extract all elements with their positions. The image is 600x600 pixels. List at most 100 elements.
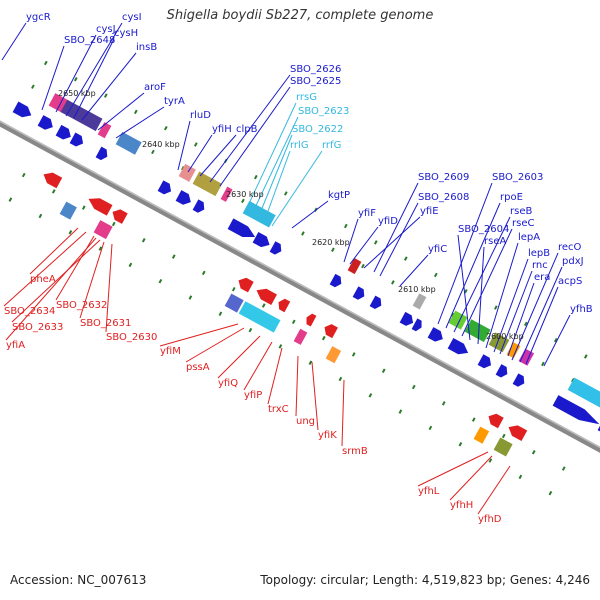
leader-line [349,226,379,265]
feature-block [506,342,521,359]
feature-block [293,328,308,345]
tick-mark [518,474,523,480]
tick-mark [283,191,288,196]
tick-mark [523,321,528,327]
forward-gene-label: SBO_2648 [64,35,115,46]
forward-gene-arrow [369,295,382,310]
leader-line [199,134,237,177]
ruler-label: 2610 kbp [398,285,436,294]
forward-gene-label: rseA [484,236,506,247]
tick-mark [278,344,283,349]
feature-block [448,310,468,330]
tick-mark [248,327,253,333]
tick-mark [188,295,193,300]
leader-line [519,266,563,363]
leader-line [311,361,319,431]
forward-gene-label: yfhB [570,304,593,315]
reverse-gene-label: SBO_2630 [106,332,157,343]
tick-mark [163,125,168,131]
tick-mark [21,172,26,178]
ruler-label: 2600 kbp [486,332,524,341]
tick-mark [201,270,206,276]
tick-mark [458,442,463,447]
forward-gene-arrow [157,180,172,195]
tick-mark [531,450,536,455]
tick-mark [133,109,138,115]
leader-line [177,120,191,171]
reverse-gene-label: yfiQ [218,378,238,389]
forward-gene-label: yfiE [420,206,439,217]
forward-gene-arrow [69,132,84,147]
forward-gene-arrow [269,241,282,255]
forward-gene-arrow [352,286,365,300]
tick-mark [541,361,545,367]
forward-gene-label: lepB [528,248,550,259]
forward-gene-label: yfiH [212,124,232,135]
feature-block [325,346,342,364]
forward-gene-arrow [512,373,525,387]
leader-line [245,102,297,211]
leader-line [5,237,97,341]
reverse-gene-label: yfhD [478,514,502,525]
forward-gene-label: yfiC [428,244,447,255]
leader-line [295,355,299,417]
forward-gene-arrow [447,337,469,355]
feature-layer [12,93,600,457]
feature-block [473,426,490,444]
leader-line [267,347,283,405]
leader-line [1,22,27,61]
ruler-label: 2650 kbp [58,89,96,98]
forward-gene-label: pdxJ [562,256,584,267]
tick-mark [8,197,13,202]
forward-gene-arrow [411,318,422,332]
reverse-gene-label: yfhL [418,486,440,497]
tick-mark [193,142,198,147]
tick-mark [471,417,476,422]
feature-block [220,186,233,202]
reverse-gene-arrow [324,324,338,339]
leader-line [97,92,145,131]
tick-mark [441,401,446,406]
leader-line [209,74,291,183]
leader-line [159,323,239,347]
reverse-gene-arrow [238,277,254,293]
leader-line [55,235,95,301]
tick-mark [403,256,408,261]
tick-mark [111,221,116,227]
reverse-gene-label: yfiP [244,390,262,401]
reverse-gene-label: SBO_2633 [12,322,63,333]
tick-mark [241,198,245,204]
forward-gene-label: aroF [144,82,166,93]
rna-gene-label: rrsG [296,92,317,103]
topology-text: Topology: circular; Length: 4,519,823 bp… [260,573,590,587]
tick-mark [398,409,403,414]
leader-line [187,134,213,173]
leader-line [507,282,535,357]
forward-gene-label: rnc [532,260,548,271]
leader-line [185,327,245,363]
forward-gene-label: kgtP [328,190,350,201]
leader-line [291,200,329,229]
reverse-gene-label: SBO_2632 [56,300,107,311]
leader-line [263,150,291,223]
tick-mark [553,337,558,343]
forward-gene-label: rseC [512,218,534,229]
leader-line [29,227,79,275]
forward-gene-arrow [399,311,414,326]
feature-block [192,171,223,197]
tick-mark [583,354,588,359]
feature-block [93,220,113,240]
feature-block [178,163,196,182]
leader-line [543,314,571,367]
forward-gene-arrow [495,364,508,378]
reverse-gene-arrow [43,172,63,189]
leader-line [493,258,529,353]
tick-mark [381,368,386,373]
feature-block [412,293,427,310]
tick-mark [331,247,335,252]
tick-mark [351,352,356,357]
accession-text: Accession: NC_007613 [10,573,147,587]
tick-mark [128,262,133,268]
feature-block [567,377,600,409]
tick-mark [338,376,343,382]
